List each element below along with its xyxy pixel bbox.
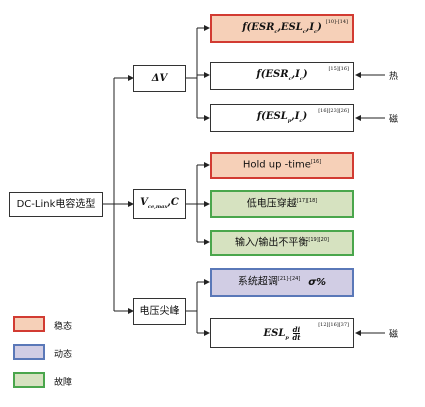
leaf-overshoot-text: 系统超调[21]-[24] — [237, 276, 301, 288]
leaf-esr-esl-i-text: f(ESRc,ESLc,Ic) — [242, 21, 322, 35]
legend-label-steady: 稳态 — [54, 322, 73, 332]
legend-label-dynamic: 动态 — [54, 350, 73, 360]
leaf-esl-i: f(ESLp,Ic) [16][23][26] — [210, 104, 354, 132]
leaf-esr-esl-i-ref: [10]-[14] — [325, 19, 348, 25]
root-label: DC-Link电容选型 — [16, 198, 96, 210]
delta-v-label: ΔV — [151, 72, 168, 84]
root-node: DC-Link电容选型 — [9, 192, 103, 217]
leaf-esl-i-text: f(ESLp,Ic) — [256, 111, 308, 124]
magnetic-label-1: 磁 — [389, 115, 399, 125]
voltage-capacitance-label: Vce,max,C — [140, 197, 179, 210]
leaf-esr-esl-i: f(ESRc,ESLc,Ic) [10]-[14] — [210, 14, 354, 43]
leaf-hold-up: Hold up -time[16] — [210, 152, 354, 179]
leaf-overshoot: 系统超调[21]-[24] σ% — [210, 268, 354, 297]
legend-swatch-fault — [13, 372, 45, 388]
leaf-low-voltage: 低电压穿越[17][18] — [210, 190, 354, 218]
leaf-esr-i-text: f(ESRc,Ic) — [256, 69, 308, 82]
heat-label: 热 — [389, 72, 399, 82]
leaf-hold-up-text: Hold up -time[16] — [242, 159, 322, 171]
leaf-esr-i: f(ESRc,Ic) [15][16] — [210, 62, 354, 90]
leaf-io-unbalance-text: 输入/输出不平衡[19][20] — [235, 236, 329, 249]
delta-v-node: ΔV — [133, 65, 186, 92]
leaf-low-voltage-text: 低电压穿越[17][18] — [246, 197, 318, 210]
voltage-capacitance-node: Vce,max,C — [133, 189, 186, 219]
leaf-esr-i-ref: [15][16] — [328, 66, 349, 72]
legend-label-fault: 故障 — [54, 378, 73, 388]
leaf-esl-i-ref: [16][23][26] — [318, 108, 349, 114]
voltage-spike-node: 电压尖峰 — [133, 298, 186, 325]
voltage-spike-label: 电压尖峰 — [139, 305, 180, 317]
leaf-overshoot-sigma: σ% — [308, 276, 327, 288]
legend-swatch-steady — [13, 316, 45, 332]
leaf-esl-didt-ref: [12][16][37] — [318, 322, 349, 328]
leaf-io-unbalance: 输入/输出不平衡[19][20] — [210, 230, 354, 256]
legend-swatch-dynamic — [13, 344, 45, 360]
magnetic-label-2: 磁 — [389, 330, 399, 340]
